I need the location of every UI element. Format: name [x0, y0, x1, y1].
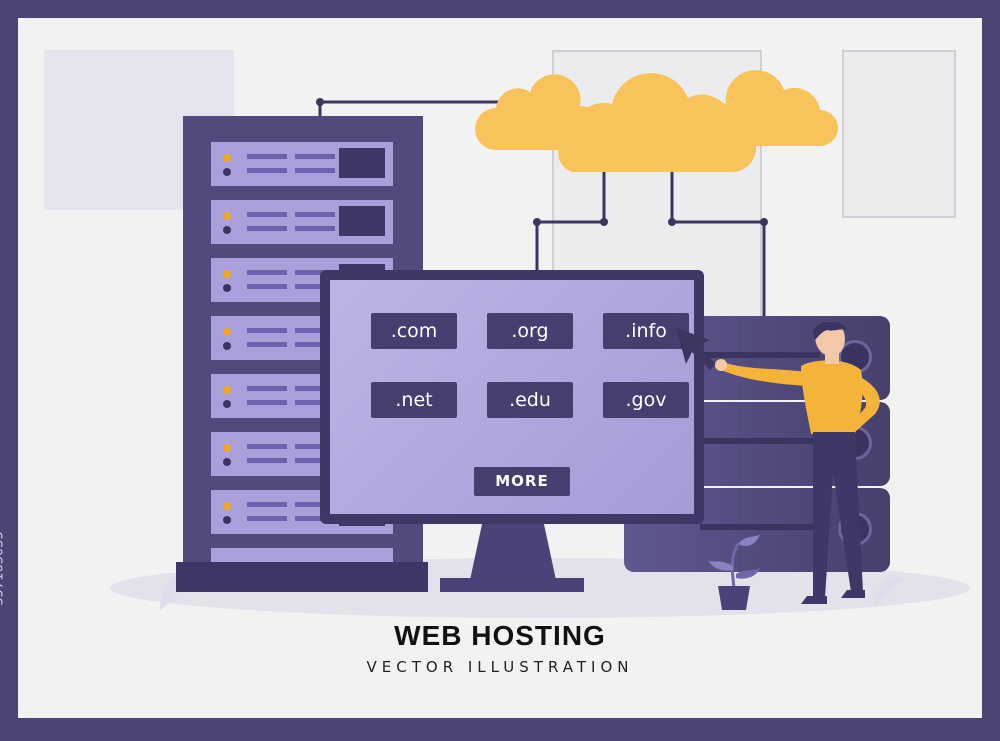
monitor-screen: .com .org .info .net .edu .gov MORE — [330, 280, 694, 514]
monitor-foot — [440, 578, 584, 592]
leaf-decoration-right — [874, 577, 904, 606]
plant-icon — [708, 534, 760, 610]
domain-tag-net[interactable]: .net — [371, 382, 457, 418]
cursor-arrow-icon — [676, 328, 716, 370]
monitor-stand — [470, 524, 556, 580]
background-window-right — [842, 50, 956, 218]
domain-tag-edu[interactable]: .edu — [487, 382, 573, 418]
domain-tag-org[interactable]: .org — [487, 313, 573, 349]
person-figure — [715, 322, 880, 604]
page-subtitle: VECTOR ILLUSTRATION — [366, 658, 634, 676]
domain-tag-info[interactable]: .info — [603, 313, 689, 349]
rack-unit — [211, 548, 393, 564]
rack-unit — [211, 200, 393, 244]
watermark-text: 357163035 — [0, 531, 7, 606]
more-button[interactable]: MORE — [474, 467, 570, 496]
domain-tag-gov[interactable]: .gov — [603, 382, 689, 418]
rack-unit — [211, 142, 393, 186]
domain-tag-com[interactable]: .com — [371, 313, 457, 349]
server-rack-base — [176, 562, 428, 592]
wire-cloud-monitor — [535, 168, 606, 290]
page-title: WEB HOSTING — [394, 620, 606, 651]
wire-cloud-server — [670, 168, 766, 318]
cloud-icon — [475, 70, 838, 172]
monitor-icon: .com .org .info .net .edu .gov MORE — [320, 270, 704, 524]
stock-watermark-id: 357163035 — [0, 505, 30, 635]
